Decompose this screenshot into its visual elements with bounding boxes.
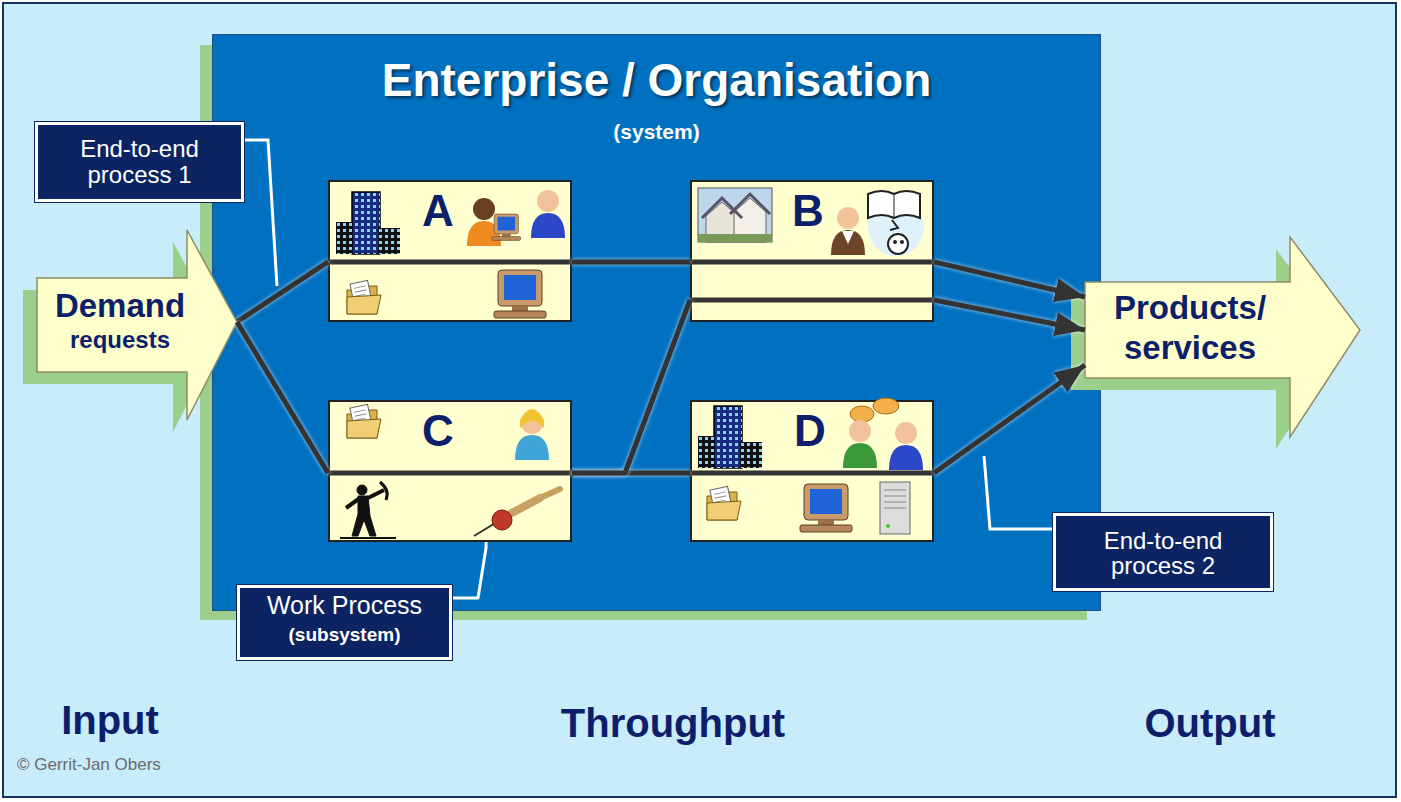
frame: [3, 3, 1396, 797]
callout-text: End-to-end process 1: [63, 136, 216, 188]
arrow-body: [37, 230, 237, 420]
arrow-body: [1085, 237, 1360, 437]
input-arrow: Demand requests: [37, 230, 237, 420]
work-process-box: B: [690, 180, 934, 322]
callout-subtext: (subsystem): [240, 625, 449, 644]
section-label: Throughput: [523, 703, 823, 743]
system-box: Enterprise / Organisation (system) A B C D: [213, 35, 1100, 610]
callout-text: Work Process: [240, 593, 449, 618]
input-text: Demand: [37, 289, 203, 322]
work-process-box: C: [328, 400, 572, 542]
copyright-note: © Gerrit-Jan Obers: [17, 756, 267, 773]
section-label: Output: [1110, 703, 1310, 743]
system-title: Enterprise / Organisation: [213, 57, 1100, 103]
callout-text: End-to-end process 2: [1081, 528, 1245, 578]
process-callout: End-to-end process 2: [1053, 513, 1273, 591]
work-process-box: D: [690, 400, 934, 542]
output-arrow: Products/ services: [1085, 237, 1360, 437]
process-letter: A: [408, 189, 468, 233]
section-label: Input: [30, 700, 190, 740]
process-letter: D: [780, 409, 840, 453]
system-subtitle: (system): [213, 121, 1100, 142]
arrow-outline: [37, 230, 237, 420]
output-text: Products/ services: [1090, 288, 1290, 368]
input-subtext: requests: [37, 328, 203, 352]
process-letter: B: [778, 189, 838, 233]
process-letter: C: [408, 409, 468, 453]
subsystem-callout: Work Process (subsystem): [237, 585, 452, 660]
work-process-box: A: [328, 180, 572, 322]
process-callout: End-to-end process 1: [35, 122, 244, 202]
